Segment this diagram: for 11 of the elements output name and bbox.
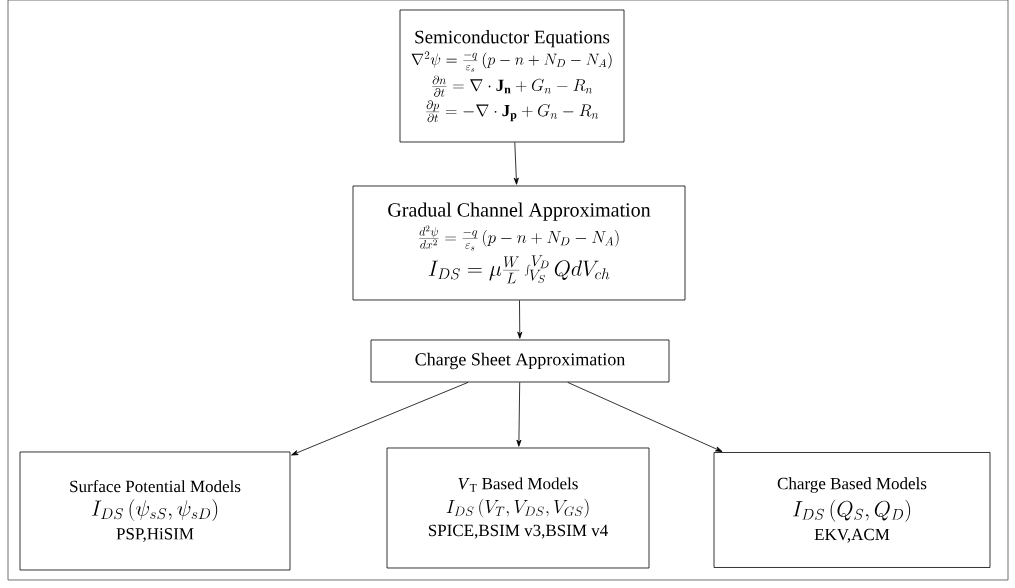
process-box: Charge Sheet Approximation: [370, 339, 670, 383]
arrow: [567, 382, 723, 452]
arrow: [516, 382, 522, 447]
process-box: Charge Based Models $I_{DS}\left(Q_S,Q_D\right)$ EKV,ACM: [713, 452, 991, 568]
process-box: Gradual Channel Approximation $\frac{d^2\psi}{dx^2} = \frac{-q}{\varepsilon_s}\left(p-n+N_D-N_A\right)$ $I_{DS} = \mu\frac{W}{L}\int_{V_S}^{V_D} Q dV_{ch}$: [352, 185, 686, 301]
arrow: [517, 300, 523, 339]
process-box: Semiconductor Equations $\nabla^2\psi = \frac{-q}{\varepsilon_s}\left(p-n+N_D-N_A\right)$ $\frac{\partial n}{\partial t} = \nabla\cdot\mathbf{J_n} + G_n - R_n$ $\frac{\partial p}{\partial t} = -\nabla\cdot\mathbf{J_p} + G_n - R_n$: [399, 9, 625, 143]
process-box: Surface Potential Models $I_{DS}\left(\psi_{sS},\psi_{sD}\right)$ PSP,HiSIM: [19, 451, 291, 571]
arrow: [513, 142, 519, 185]
arrow: [291, 382, 469, 456]
process-box: V$_{T}$ Based Models $I_{DS}\left(V_T,V_{DS},V_{GS}\right)$ SPICE,BSIM v3,BSIM v4: [386, 447, 650, 569]
